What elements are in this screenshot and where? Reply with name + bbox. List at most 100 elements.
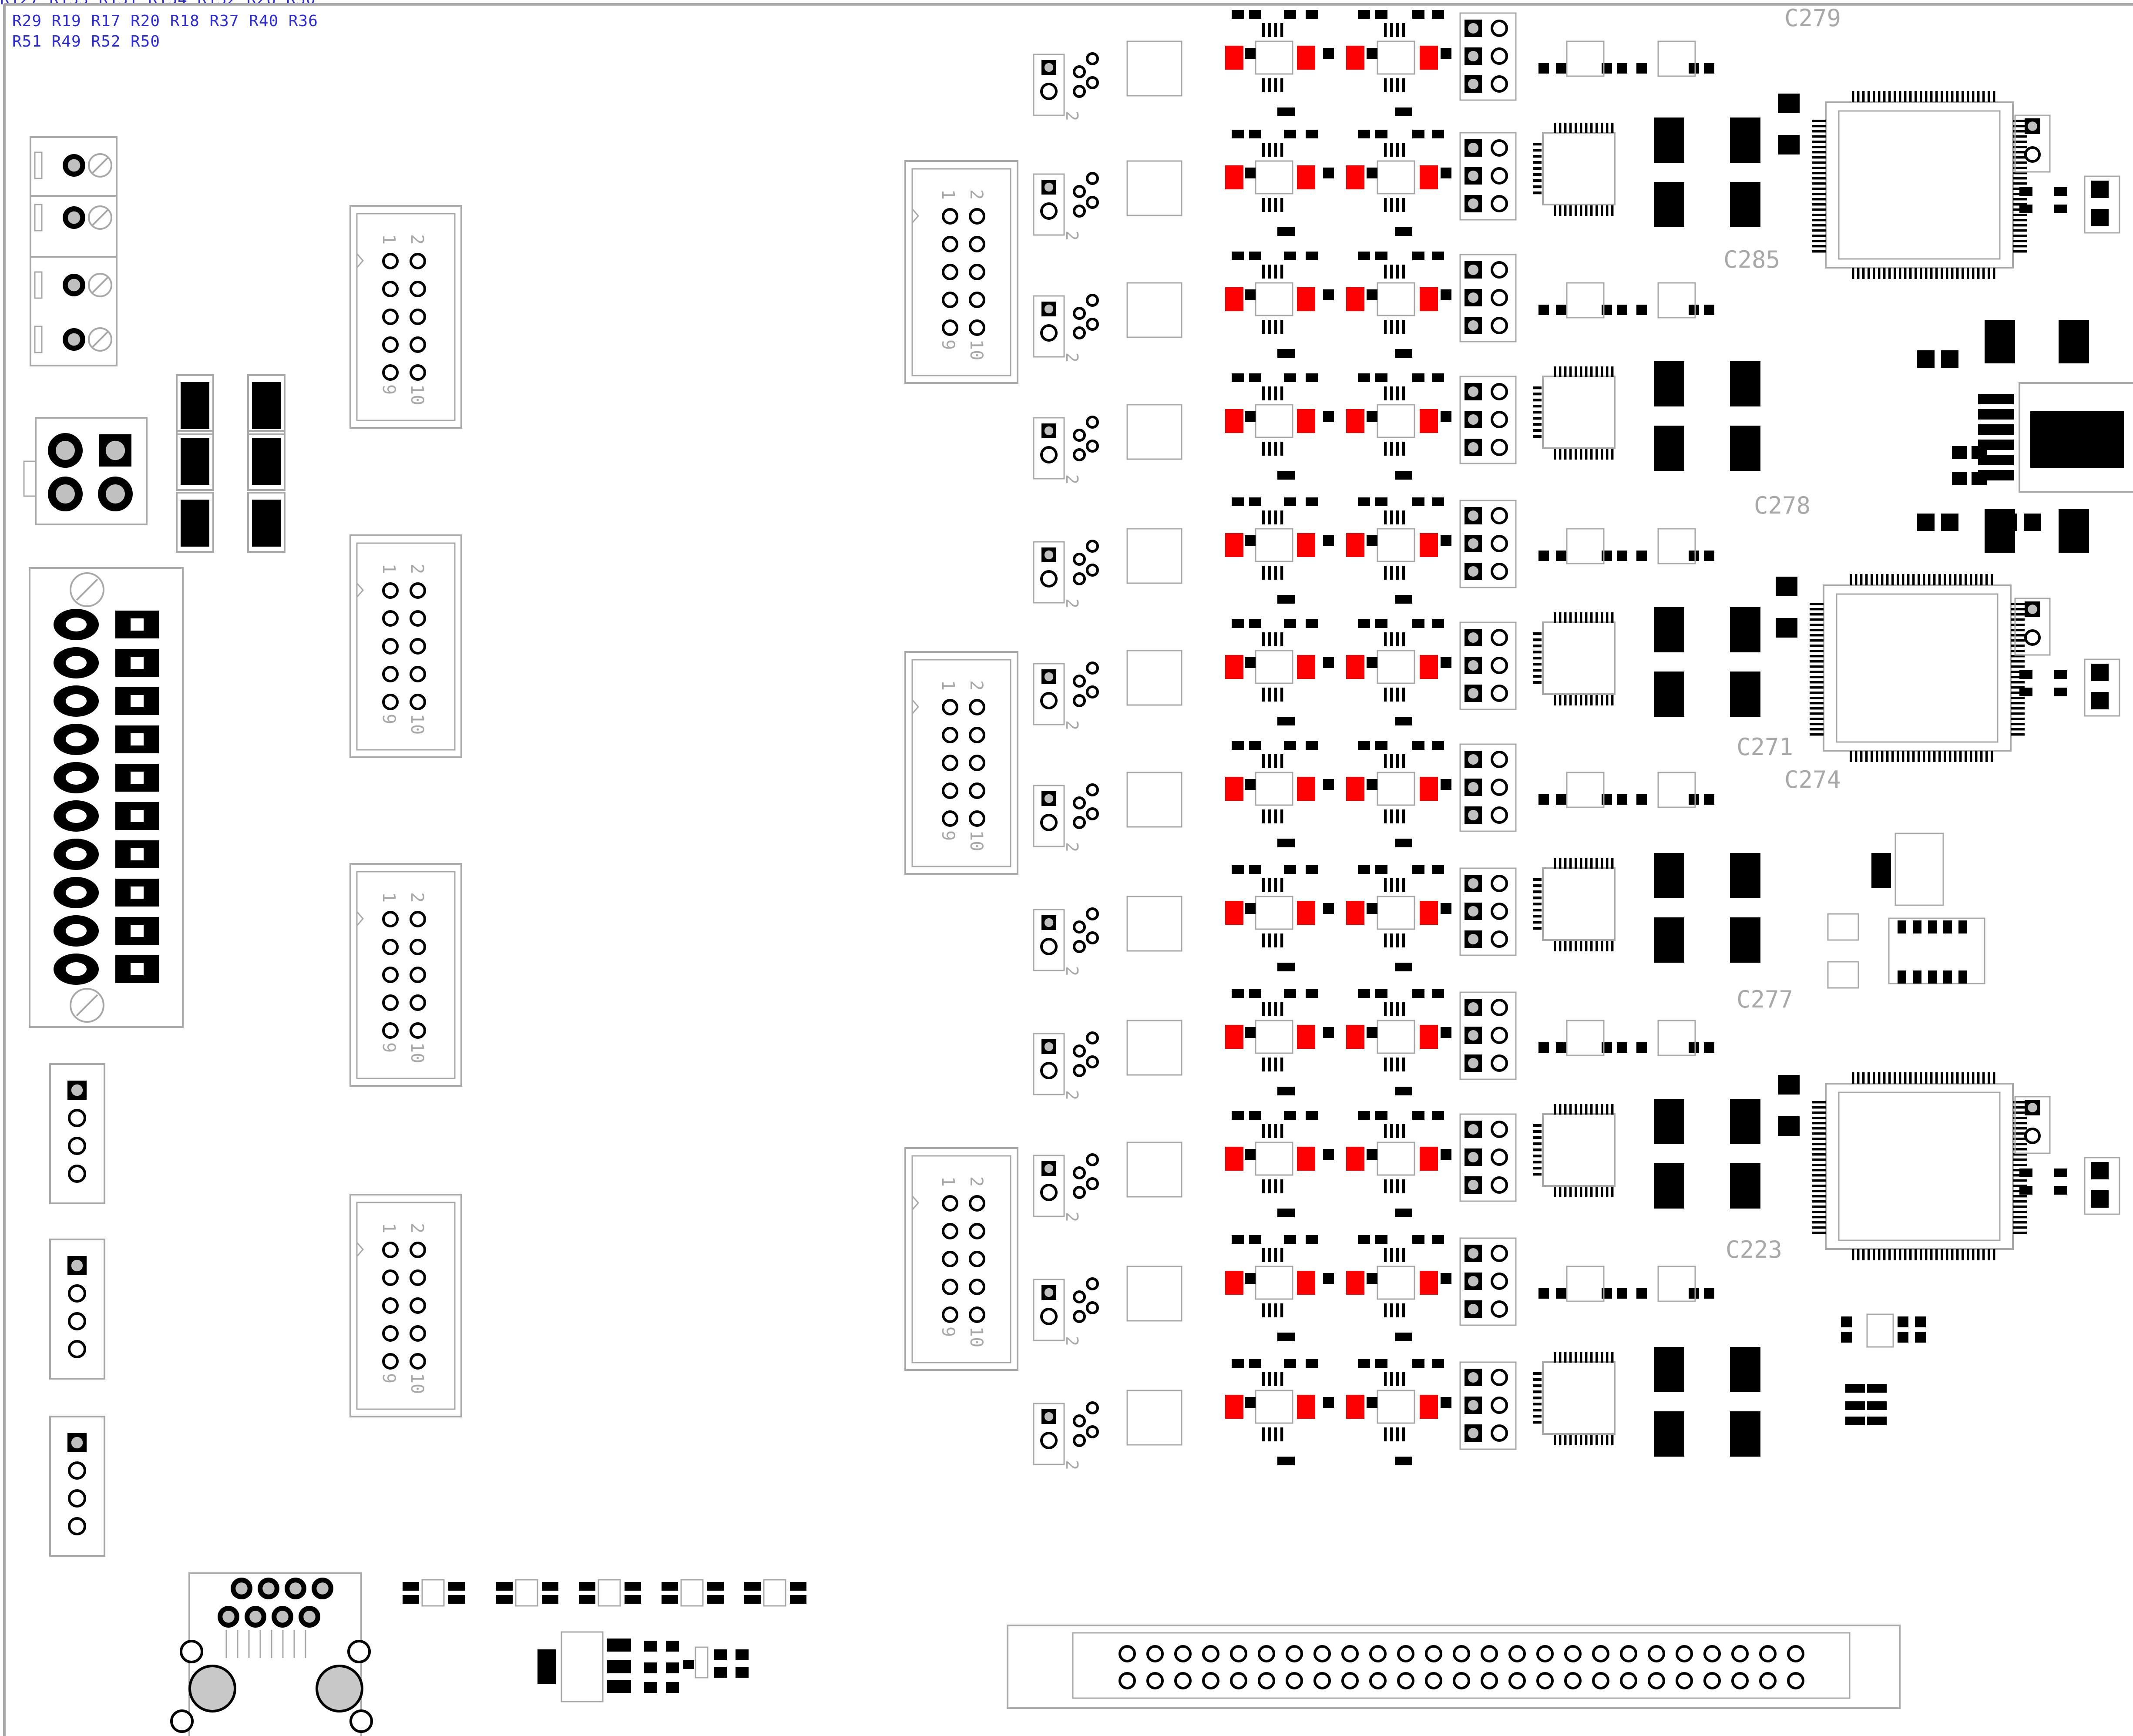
smd-pad	[1245, 1149, 1256, 1160]
ic-leg	[1596, 1352, 1598, 1363]
ic-leg	[1396, 878, 1399, 892]
smd-pad	[1395, 227, 1412, 236]
ic-leg	[1580, 123, 1582, 133]
qfp-leg	[2011, 650, 2025, 652]
drill-hole	[1044, 1042, 1054, 1051]
ic-leg	[1564, 449, 1567, 460]
jumper-pin	[1491, 167, 1508, 185]
qfp-leg	[1857, 268, 1860, 279]
jumper-3x2-outline	[1459, 867, 1517, 956]
smd-pad	[1245, 535, 1256, 546]
capacitor-outline	[247, 374, 286, 435]
idc-pin	[410, 364, 426, 381]
qfp-leg	[2013, 235, 2027, 237]
drill-hole	[1468, 934, 1478, 944]
qfp-leg	[1810, 728, 1824, 731]
smd-pad	[2091, 181, 2109, 198]
ic-leg	[1601, 449, 1603, 460]
smd-pad	[1432, 865, 1444, 874]
ic-leg	[1559, 941, 1562, 951]
qfp-leg	[2013, 130, 2027, 133]
smd-pad	[1636, 1042, 1647, 1053]
qfp-leg	[1980, 751, 1983, 762]
idc-pin	[410, 610, 426, 627]
ribbon-pin	[1508, 1645, 1526, 1662]
smd-pad	[1928, 970, 1937, 984]
qfp-leg	[2011, 728, 2025, 731]
jumper-3x2-outline	[1459, 1361, 1517, 1450]
jumper-pin-label: 2	[1062, 842, 1082, 852]
ribbon-pin	[1258, 1645, 1275, 1662]
ic-leg	[1601, 123, 1603, 133]
ic-leg	[1606, 1104, 1609, 1115]
capacitor-pad	[1730, 426, 1760, 471]
ic-leg	[1262, 1427, 1265, 1441]
smd-pad	[1395, 1457, 1412, 1465]
idc-connector-outline	[349, 863, 462, 1087]
via	[1073, 185, 1086, 198]
ic-leg	[1601, 941, 1603, 951]
capacitor-pad	[252, 382, 281, 429]
qfp-leg	[1941, 1072, 1943, 1084]
qfp-leg	[1928, 751, 1931, 762]
smd-pad	[1367, 1149, 1377, 1160]
highlighted-pad	[1225, 1147, 1243, 1171]
smd-pad	[1232, 1359, 1244, 1368]
qfp-leg	[1904, 91, 1907, 102]
jumper-pin-label: 2	[1062, 231, 1082, 241]
smd-pad	[1367, 779, 1377, 790]
drill-hole	[66, 771, 87, 785]
pin-label-1: 1	[379, 1223, 399, 1233]
smd-pad	[2019, 187, 2032, 196]
ic-leg	[1580, 449, 1582, 460]
drill-hole	[1468, 292, 1478, 303]
smd-pad	[1375, 989, 1387, 998]
ic-leg	[1402, 1124, 1405, 1138]
smd-pad	[1284, 865, 1296, 874]
qfp-leg	[1959, 751, 1962, 762]
ic-leg	[1606, 1435, 1609, 1445]
capacitor-pad	[1985, 509, 2015, 553]
idc-pin	[942, 1279, 958, 1295]
qfp-leg	[2013, 1195, 2027, 1198]
qfp-leg	[1862, 268, 1865, 279]
ic-leg	[1590, 695, 1593, 705]
ic-leg	[1396, 1179, 1399, 1193]
small-ic-outline	[1377, 896, 1415, 930]
qfp-leg	[1951, 1072, 1954, 1084]
idc-connector-inner	[911, 168, 1011, 376]
ic-leg	[1384, 1372, 1387, 1386]
highlighted-pad	[1420, 287, 1438, 311]
smd-pad	[1245, 903, 1256, 914]
smd-pad	[1441, 1149, 1451, 1160]
ic-leg	[1402, 878, 1405, 892]
screw-terminal-block	[30, 136, 118, 366]
smd-pad	[1636, 794, 1647, 805]
qfp-leg	[1980, 574, 1983, 585]
via	[1086, 1055, 1099, 1068]
via	[1073, 1064, 1086, 1077]
ic-leg	[1280, 878, 1283, 892]
smd-pad	[1556, 63, 1566, 74]
ic-leg	[1533, 638, 1542, 641]
qfp-leg	[2013, 1226, 2027, 1229]
ribbon-pin	[1286, 1672, 1303, 1689]
ic-leg	[1611, 1187, 1614, 1197]
ic-leg	[1533, 155, 1542, 158]
qfp-leg	[1959, 574, 1962, 585]
ic-leg	[1554, 1104, 1556, 1115]
header-block	[29, 567, 184, 1028]
qfn-ic-outline	[1542, 621, 1616, 695]
drill-hole	[1468, 1030, 1478, 1041]
ic-leg	[1585, 123, 1588, 133]
polarity-notch	[911, 208, 919, 223]
ic-leg	[1396, 566, 1399, 580]
drill-hole	[71, 1259, 83, 1272]
jumper-pin	[1040, 324, 1058, 342]
qfp-leg	[1886, 574, 1889, 585]
small-ic-outline	[1377, 282, 1415, 316]
ic-leg	[1268, 198, 1271, 212]
jumper-outline	[2014, 1096, 2051, 1154]
ref-designator-line-1: R29 R19 R17 R20 R18 R37 R40 R36	[12, 12, 318, 30]
ic-leg	[1564, 612, 1567, 623]
